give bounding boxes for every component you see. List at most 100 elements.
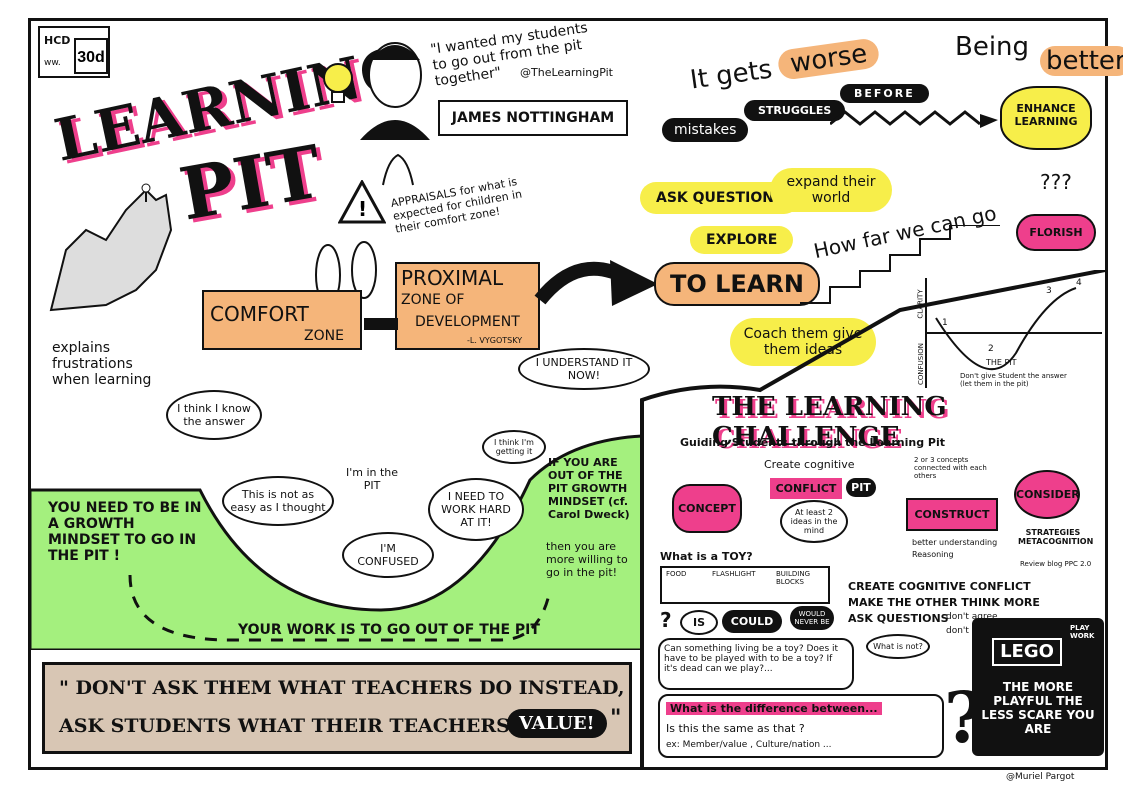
bottom-quote-close: ": [610, 705, 622, 731]
mistakes-text: mistakes: [662, 118, 749, 142]
reasoning-text: Reasoning: [912, 550, 954, 559]
proximal-b: ZONE OF: [401, 292, 465, 308]
in-pit-text: I'm in the PIT: [345, 466, 399, 492]
signature: @Muriel Pargot: [1006, 772, 1075, 782]
struggles-text: STRUGGLES: [744, 100, 846, 121]
lightbulb-icon: [323, 63, 353, 103]
better-text-2: better understanding: [912, 538, 998, 547]
lego-label: LEGO: [992, 638, 1062, 666]
better-text: better: [1040, 46, 1123, 76]
enhance-text: ENHANCE LEARNING: [1014, 102, 1078, 128]
toy-could: COULD: [722, 610, 782, 633]
bottom-quote-box: " DON'T ASK THEM WHAT TEACHERS DO INSTEA…: [42, 662, 632, 754]
bottom-quote-a: " DON'T ASK THEM WHAT TEACHERS DO INSTEA…: [59, 677, 625, 699]
lego-panel: LEGO PLAY WORK THE MORE PLAYFUL THE LESS…: [972, 618, 1104, 756]
diff-b: Is this the same as that ?: [666, 722, 805, 735]
work-hard-cloud: I NEED TO WORK HARD AT IT!: [428, 478, 524, 541]
calendar-icon: HCD ww. 30d: [38, 26, 110, 78]
expand-text: expand their world: [770, 168, 892, 212]
graph-p4: 4: [1076, 278, 1082, 288]
conflict-text: CONFLICT: [770, 478, 842, 499]
comfort-text: COMFORT: [210, 302, 309, 326]
graph-p3: 3: [1046, 286, 1052, 296]
toy-cards: FOOD FLASHLIGHT BUILDING BLOCKS: [660, 566, 830, 604]
strategies-text: STRATEGIES METACOGNITION: [1018, 528, 1094, 546]
being-text: Being: [955, 32, 1030, 62]
learning-pit-graph: [925, 278, 1102, 388]
conflict-a: CREATE COGNITIVE CONFLICT: [848, 580, 1031, 593]
calendar-date: 30d: [74, 38, 108, 74]
cliff-illustration: [49, 183, 173, 312]
understand-cloud: I UNDERSTAND IT NOW!: [518, 348, 650, 390]
concept-gear: CONCEPT: [672, 484, 742, 533]
graph-p1: 1: [942, 318, 948, 328]
author-portrait: [360, 42, 430, 140]
calendar-top: HCD: [44, 34, 71, 47]
graph-note: Don't give Student the answer (let them …: [960, 372, 1067, 388]
toy-flash: FLASHLIGHT: [712, 570, 756, 578]
toy-qm: ?: [660, 608, 672, 632]
value-pill: VALUE!: [507, 709, 607, 738]
enhance-burst: ENHANCE LEARNING: [1000, 86, 1092, 150]
toy-question: What is a TOY?: [660, 550, 753, 563]
qmarks-text: ???: [1040, 170, 1072, 194]
conflict-d: don't agree: [946, 612, 998, 622]
diff-c: ex: Member/value , Culture/nation ...: [666, 740, 832, 750]
growth-c: then you are more willing to go in the p…: [546, 540, 628, 579]
easy-cloud: This is not as easy as I thought: [222, 476, 334, 526]
growth-a: YOU NEED TO BE IN A GROWTH MINDSET TO GO…: [48, 500, 202, 564]
proximal-c: DEVELOPMENT: [415, 314, 520, 330]
comfort-zone-box: COMFORT ZONE: [202, 290, 362, 350]
stairs-illustration: [800, 225, 1000, 304]
bottom-quote-b: ASK STUDENTS WHAT THEIR TEACHERS: [59, 715, 510, 737]
diff-box: What is the difference between... Is thi…: [658, 694, 944, 758]
create-text: Create cognitive: [764, 458, 855, 471]
growth-b: IF YOU ARE OUT OF THE PIT GROWTH MINDSET…: [548, 456, 630, 521]
construct-box: CONSTRUCT: [906, 498, 998, 531]
florish-text: FLORISH: [1016, 214, 1096, 251]
diff-a: What is the difference between...: [666, 702, 882, 715]
at-least-cloud: At least 2 ideas in the mind: [780, 500, 848, 543]
explains-text: explains frustrations when learning: [52, 340, 152, 388]
warning-icon: !: [338, 180, 386, 224]
pit-landscape: [30, 434, 642, 650]
confused-cloud: I'M CONFUSED: [342, 532, 434, 578]
zigzag-arrow: [830, 110, 998, 128]
toy-food: FOOD: [666, 570, 687, 578]
questions-box: Can something living be a toy? Does it h…: [658, 638, 854, 690]
proximal-a: PROXIMAL: [401, 266, 504, 290]
conflict-b: MAKE THE OTHER THINK MORE: [848, 596, 1040, 609]
big-arrow: [364, 260, 658, 330]
proximal-d: -L. VYGOTSKY: [467, 336, 523, 345]
getting-cloud: I think I'm getting it: [482, 430, 546, 464]
zone-text: ZONE: [304, 328, 344, 344]
lego-tag: PLAY WORK: [1070, 624, 1095, 640]
lego-slogan: THE MORE PLAYFUL THE LESS SCARE YOU ARE: [981, 680, 1095, 736]
coach-text: Coach them give them ideas: [730, 318, 876, 366]
quote-handle: @TheLearningPit: [520, 66, 613, 79]
hands-icon: [382, 153, 414, 186]
svg-text:!: !: [358, 197, 367, 221]
review-text: Review blog PPC 2.0: [1020, 560, 1092, 568]
to-learn: TO LEARN: [654, 262, 820, 306]
toy-blocks: BUILDING BLOCKS: [776, 570, 811, 586]
challenge-title: THE LEARNING CHALLENGE: [712, 392, 947, 452]
graph-ylabel2: CONFUSION: [917, 342, 926, 386]
calendar-label: ww.: [44, 58, 61, 68]
author-name: JAMES NOTTINGHAM: [438, 100, 628, 136]
challenge-subtitle: Guiding Students through the Learning Pi…: [680, 436, 945, 449]
graph-ylabel: CLARITY: [916, 289, 925, 319]
explore-text: EXPLORE: [690, 226, 794, 254]
work-out-text: YOUR WORK IS TO GO OUT OF THE PIT: [238, 622, 540, 638]
toy-is: IS: [680, 610, 718, 635]
what-not-cloud: What is not?: [866, 634, 930, 659]
top-note: 2 or 3 concepts connected with each othe…: [914, 456, 987, 480]
graph-pit: THE PIT: [986, 358, 1017, 367]
i-think-cloud: I think I know the answer: [166, 390, 262, 440]
pit-pill: PIT: [846, 478, 876, 497]
conflict-c: ASK QUESTIONS: [848, 612, 949, 625]
toy-would: WOULD NEVER BE: [790, 606, 834, 630]
consider-star: CONSIDER: [1014, 470, 1080, 519]
graph-p2: 2: [988, 344, 994, 354]
proximal-box: PROXIMAL ZONE OF DEVELOPMENT -L. VYGOTSK…: [395, 262, 540, 350]
